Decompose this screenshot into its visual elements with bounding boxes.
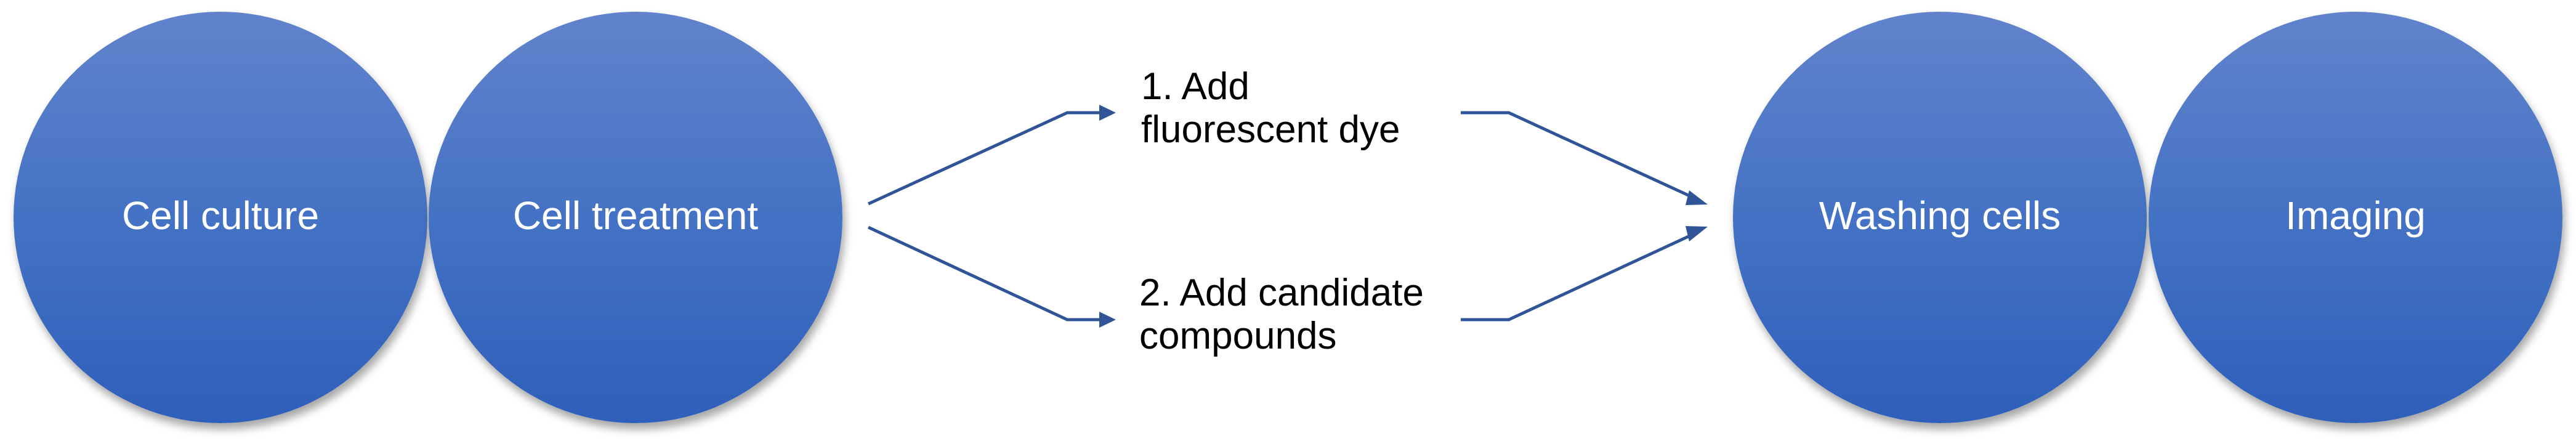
arrowhead-icon [1686,190,1708,205]
arrowhead-icon [1099,312,1116,328]
node-cell-treatment: Cell treatment [429,12,842,423]
arrow-treatment-to-step1 [867,111,1100,206]
arrow-step2-to-washing [1461,233,1694,322]
node-label: Cell treatment [512,193,759,238]
step-2-line1: 2. Add candidate [1139,272,1424,314]
step-2-label: 2. Add candidate compounds [1139,272,1424,358]
step-1-line1: 1. Add [1141,65,1250,108]
arrow-step1-to-washing [1461,111,1694,199]
step-2-line2: compounds [1139,315,1337,357]
node-label: Imaging [2285,193,2426,238]
step-1-label: 1. Add fluorescent dye [1141,65,1400,152]
node-label: Cell culture [121,193,320,238]
arrowhead-icon [1099,105,1116,121]
arrow-treatment-to-step2 [867,225,1100,322]
node-label: Washing cells [1819,193,2061,238]
node-washing-cells: Washing cells [1733,12,2147,423]
node-imaging: Imaging [2149,12,2562,423]
step-1-line2: fluorescent dye [1141,108,1400,151]
arrowhead-icon [1686,226,1708,241]
node-cell-culture: Cell culture [14,12,427,423]
